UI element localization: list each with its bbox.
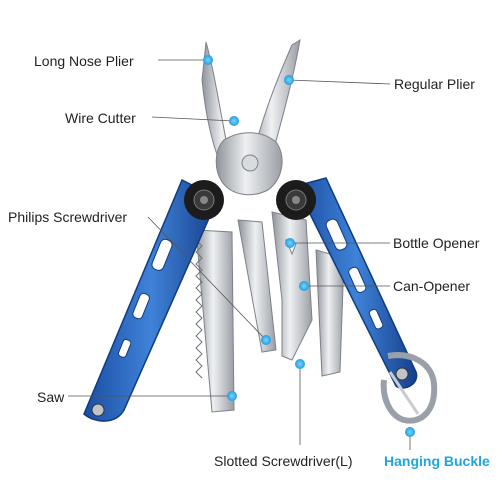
label-hanging-buckle: Hanging Buckle bbox=[384, 453, 490, 469]
leader-regular bbox=[288, 79, 391, 85]
marker-hanging bbox=[405, 427, 415, 437]
marker-saw bbox=[227, 391, 237, 401]
leader-wire-cutter bbox=[151, 116, 235, 122]
left-handle bbox=[83, 178, 219, 422]
marker-bottle bbox=[285, 238, 295, 248]
marker-dots bbox=[203, 55, 415, 437]
marker-philips bbox=[261, 335, 271, 345]
saw-blade bbox=[195, 229, 235, 413]
label-regular-plier: Regular Plier bbox=[394, 76, 475, 92]
philips-screwdriver-blade bbox=[237, 219, 277, 353]
label-wire-cutter: Wire Cutter bbox=[65, 110, 136, 126]
label-bottle-opener: Bottle Opener bbox=[393, 235, 480, 251]
label-slotted-screwdriver: Slotted Screwdriver(L) bbox=[214, 453, 353, 469]
marker-can bbox=[299, 281, 309, 291]
left-pivot-screw bbox=[184, 180, 224, 220]
leader-philips bbox=[147, 216, 267, 341]
marker-wire-cutter bbox=[229, 116, 239, 126]
right-pivot-screw bbox=[276, 180, 316, 220]
label-saw: Saw bbox=[37, 389, 65, 405]
marker-regular bbox=[284, 75, 294, 85]
hanging-buckle bbox=[380, 352, 438, 424]
label-philips-screwdriver: Philips Screwdriver bbox=[8, 209, 128, 225]
label-long-nose-plier: Long Nose Plier bbox=[34, 53, 134, 69]
marker-long-nose bbox=[203, 55, 213, 65]
label-can-opener: Can-Opener bbox=[393, 278, 471, 294]
pivot-plate bbox=[215, 132, 283, 196]
marker-slotted bbox=[295, 359, 305, 369]
leader-lines bbox=[68, 59, 411, 450]
